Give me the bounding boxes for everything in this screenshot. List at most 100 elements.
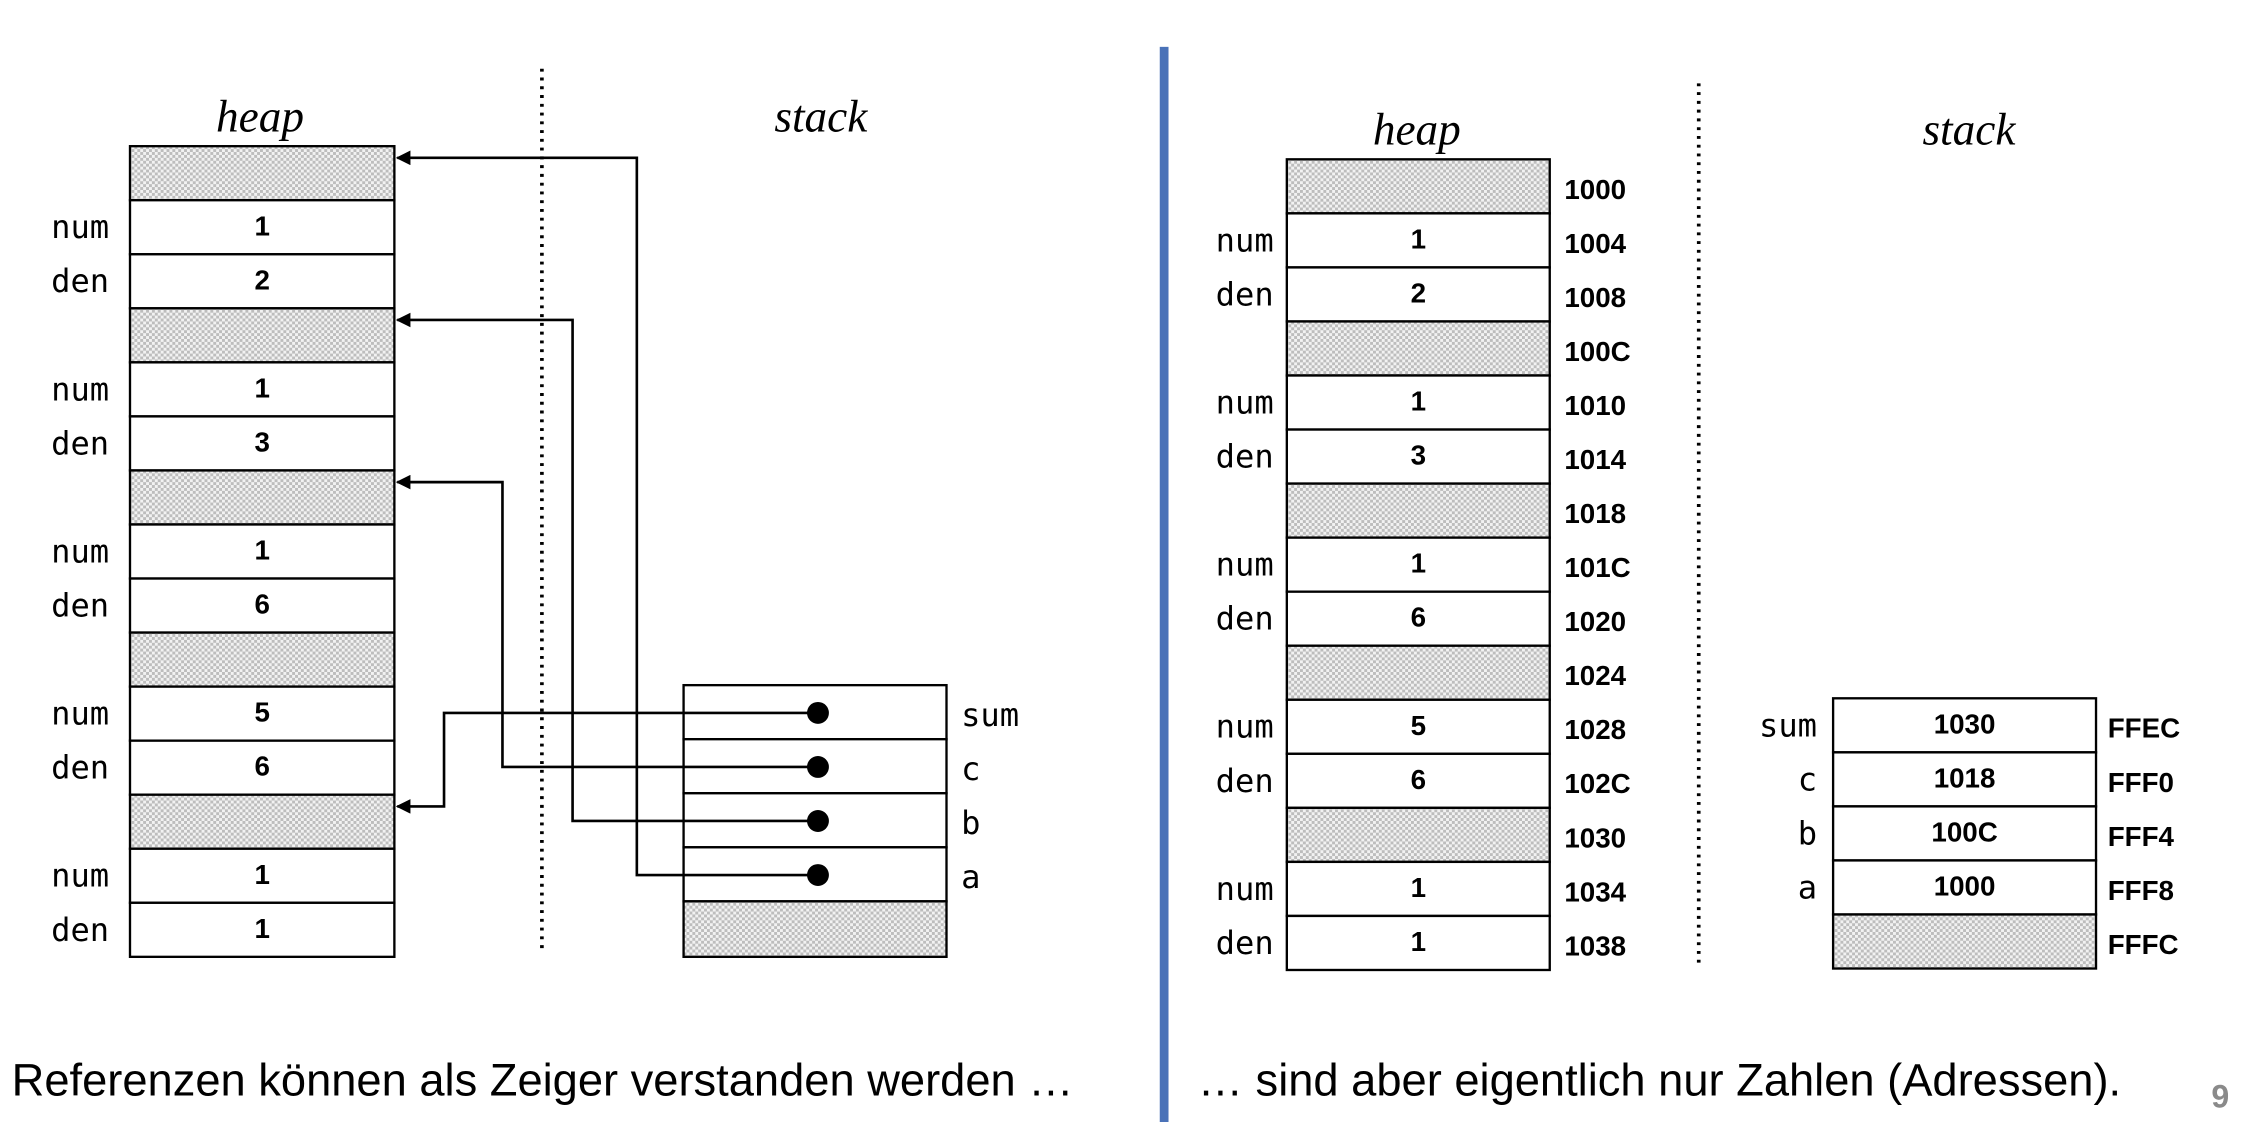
heap-value: 5 xyxy=(1411,710,1426,741)
stack-cell xyxy=(1831,751,2098,808)
heap-address: 1034 xyxy=(1564,876,1626,907)
heap-value: 6 xyxy=(254,751,269,782)
heap-value: 1 xyxy=(254,859,269,890)
stack-label: stack xyxy=(774,92,868,142)
heap-field-label: den xyxy=(1216,924,1274,962)
stack-address: FFFC xyxy=(2108,929,2179,960)
heap-cell xyxy=(128,847,396,904)
heap-value: 1 xyxy=(254,913,269,944)
heap-cell xyxy=(1285,590,1551,647)
heap-free-cell xyxy=(1285,158,1551,215)
stack-variable-label: a xyxy=(961,858,980,896)
heap-address: 1000 xyxy=(1564,174,1626,205)
heap-address: 101C xyxy=(1564,552,1630,583)
stack-value: 1000 xyxy=(1934,870,1996,901)
heap-cell xyxy=(1285,212,1551,269)
heap-free-cell xyxy=(1285,644,1551,701)
heap-address: 1004 xyxy=(1564,228,1626,259)
heap-address: 1030 xyxy=(1564,822,1626,853)
heap-field-label: den xyxy=(51,424,109,462)
heap-field-label: den xyxy=(1216,438,1274,476)
heap-value: 1 xyxy=(1411,386,1426,417)
stack-field-label: c xyxy=(1798,760,1817,798)
heap-address: 100C xyxy=(1564,336,1630,367)
left-caption: Referenzen können als Zeiger verstanden … xyxy=(12,1055,1074,1106)
heap-address: 1008 xyxy=(1564,282,1626,313)
heap-free-cell xyxy=(128,631,396,688)
heap-value: 1 xyxy=(1411,926,1426,957)
stack-variable-label: sum xyxy=(961,696,1019,734)
stack-label: stack xyxy=(1922,105,2016,155)
heap-value: 1 xyxy=(254,210,269,241)
heap-field-label: num xyxy=(1216,383,1274,421)
heap-address: 1014 xyxy=(1564,444,1626,475)
heap-value: 1 xyxy=(254,535,269,566)
heap-address: 1018 xyxy=(1564,498,1626,529)
heap-address: 1038 xyxy=(1564,930,1626,961)
heap-cell xyxy=(128,361,396,418)
heap-value: 2 xyxy=(1411,277,1426,308)
stack-variable-label: c xyxy=(961,750,980,788)
heap-field-label: num xyxy=(51,532,109,570)
heap-field-label: den xyxy=(51,911,109,949)
heap-value: 1 xyxy=(1411,223,1426,254)
heap-value: 6 xyxy=(254,589,269,620)
heap-cell xyxy=(128,253,396,310)
heap-value: 5 xyxy=(254,697,269,728)
heap-address: 1020 xyxy=(1564,606,1626,637)
heap-address: 102C xyxy=(1564,768,1630,799)
heap-label: heap xyxy=(216,92,304,142)
heap-field-label: den xyxy=(51,262,109,300)
heap-value: 3 xyxy=(254,426,269,457)
stack-value: 1030 xyxy=(1934,708,1996,739)
heap-value: 6 xyxy=(1411,764,1426,795)
heap-cell xyxy=(1285,914,1551,972)
heap-free-cell xyxy=(1285,320,1551,377)
stack-cell xyxy=(1831,805,2098,862)
heap-field-label: den xyxy=(1216,275,1274,313)
pointer-diagram: heap stack num 1 den 2 num 1 den 3 num 1 den 6 num 5 den… xyxy=(51,68,1019,959)
heap-field-label: den xyxy=(51,587,109,625)
heap-field-label: num xyxy=(51,695,109,733)
heap-field-label: num xyxy=(1216,221,1274,259)
stack-address: FFF0 xyxy=(2108,767,2174,798)
heap-address: 1028 xyxy=(1564,714,1626,745)
heap-field-label: num xyxy=(51,208,109,246)
stack-field-label: b xyxy=(1798,814,1817,852)
stack-address: FFEC xyxy=(2108,713,2180,744)
heap-cell xyxy=(1285,374,1551,431)
heap-value: 6 xyxy=(1411,602,1426,633)
heap-free-cell xyxy=(128,145,396,202)
stack-free-cell xyxy=(1831,913,2098,970)
page-number: 9 xyxy=(2211,1078,2229,1114)
heap-address: 1024 xyxy=(1564,660,1626,691)
heap-free-cell xyxy=(1285,806,1551,864)
heap-value: 1 xyxy=(1411,872,1426,903)
pointer-arrow xyxy=(395,150,818,877)
stack-address: FFF8 xyxy=(2108,875,2174,906)
heap-address: 1010 xyxy=(1564,390,1626,421)
stack-variable-label: b xyxy=(961,804,980,842)
heap-value: 2 xyxy=(254,264,269,295)
stack-value: 1018 xyxy=(1934,762,1996,793)
heap-cell xyxy=(1285,428,1551,485)
heap-field-label: den xyxy=(1216,762,1274,800)
heap-value: 1 xyxy=(254,372,269,403)
right-caption: … sind aber eigentlich nur Zahlen (Adres… xyxy=(1198,1055,2121,1106)
heap-value: 3 xyxy=(1411,440,1426,471)
heap-free-cell xyxy=(128,469,396,526)
stack-value: 100C xyxy=(1931,816,1997,847)
section-divider xyxy=(1159,46,1169,1122)
heap-field-label: num xyxy=(51,370,109,408)
stack-address: FFF4 xyxy=(2108,821,2175,852)
heap-field-label: den xyxy=(51,749,109,787)
stack-free-cell xyxy=(682,900,948,959)
stack-field-label: sum xyxy=(1759,706,1817,744)
heap-free-cell xyxy=(128,307,396,364)
heap-value: 1 xyxy=(1411,548,1426,579)
heap-field-label: num xyxy=(1216,870,1274,908)
pointer-arrow xyxy=(395,711,818,814)
heap-cell xyxy=(128,901,396,959)
heap-field-label: den xyxy=(1216,600,1274,638)
